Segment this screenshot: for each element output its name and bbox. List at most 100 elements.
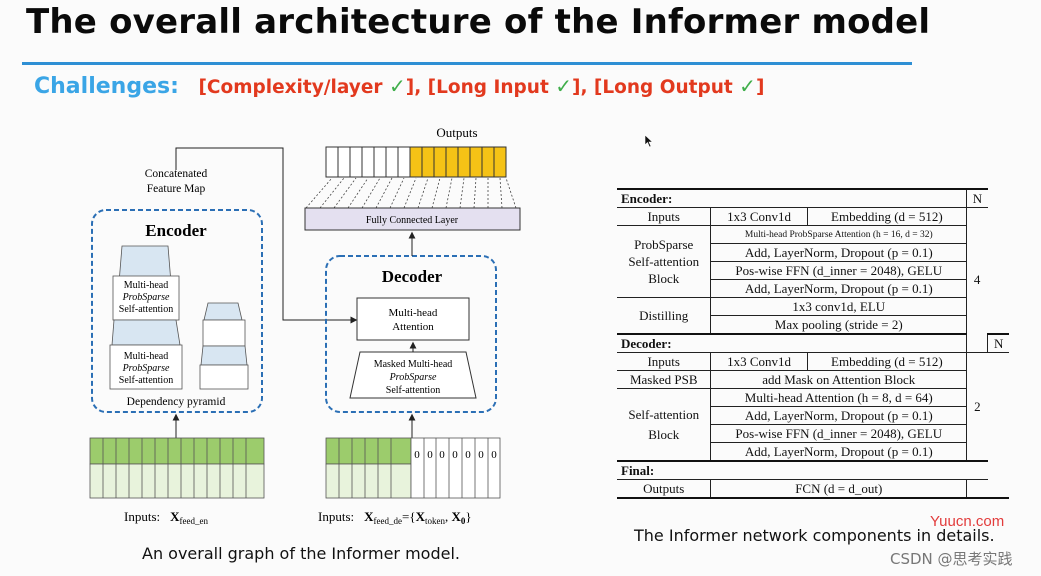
- output-cell: [445, 146, 459, 178]
- enc-probsparse-row: Pos-wise FFN (d_inner = 2048), GELU: [710, 261, 968, 280]
- distilling-row: Max pooling (stride = 2): [710, 315, 968, 335]
- small-pyramid-lower: [200, 345, 248, 366]
- dec-masked-line2: ProbSparse: [389, 372, 437, 383]
- encoder-header: Encoder:: [617, 188, 968, 208]
- dec-selfatt-row: Pos-wise FFN (d_inner = 2048), GELU: [710, 424, 968, 443]
- fully-connected-layer: [304, 207, 521, 231]
- table-row: Add, LayerNorm, Dropout (p = 0.1): [617, 279, 1009, 298]
- enc-inputs-conv: 1x3 Conv1d: [710, 207, 808, 226]
- distilling-label: Distilling: [617, 297, 712, 335]
- encoder-attn-block-1: [112, 275, 180, 321]
- output-cell: [337, 146, 351, 178]
- output-cell: [409, 146, 423, 178]
- fc-label: Fully Connected Layer: [366, 215, 459, 226]
- output-cell: [325, 146, 339, 178]
- dec-masked-line3: Self-attention: [386, 385, 440, 396]
- zero-token: 0: [465, 449, 471, 461]
- decoder-input-sequence: [325, 437, 501, 499]
- table-caption: The Informer network components in detai…: [634, 526, 995, 545]
- enc-inputs-label: Inputs: [617, 207, 712, 226]
- final-fcn: FCN (d = d_out): [710, 479, 968, 499]
- challenges-label: Challenges:: [34, 74, 179, 99]
- output-cell: [385, 146, 399, 178]
- small-pyramid-base: [199, 364, 249, 390]
- encoder-input-sequence: [89, 437, 265, 499]
- challenge-long-output: [Long Output ✓]: [587, 74, 765, 98]
- output-cell: [433, 146, 447, 178]
- enc-n-value: 4: [966, 207, 988, 353]
- zero-token: 0: [414, 449, 420, 461]
- challenge-complexity: [Complexity/layer ✓],: [198, 74, 422, 98]
- site-watermark: Yuucn.com: [930, 513, 1005, 530]
- dec-attention-line2: Attention: [392, 321, 434, 333]
- n-header: N: [987, 333, 1009, 353]
- enc-probsparse-row: Multi-head ProbSparse Attention (h = 16,…: [710, 225, 968, 244]
- output-cell: [481, 146, 495, 178]
- output-cell: [469, 146, 483, 178]
- table-row: Masked PSB add Mask on Attention Block: [617, 370, 1009, 389]
- output-cell: [373, 146, 387, 178]
- table-row: Pos-wise FFN (d_inner = 2048), GELU: [617, 424, 1009, 443]
- zero-token: 0: [491, 449, 497, 461]
- zero-token: 0: [452, 449, 458, 461]
- mouse-cursor-icon: [644, 134, 654, 148]
- decoder-multihead-attention: [356, 297, 470, 341]
- encoder-box: [91, 209, 263, 413]
- output-cell: [457, 146, 471, 178]
- distilling-row: 1x3 conv1d, ELU: [710, 297, 968, 316]
- check-icon: ✓: [555, 74, 572, 98]
- output-cell: [397, 146, 411, 178]
- dec-selfatt-row: Add, LayerNorm, Dropout (p = 0.1): [710, 442, 968, 462]
- small-pyramid-block: [202, 319, 246, 347]
- dec-attention-line1: Multi-head: [389, 307, 438, 319]
- encoder-to-decoder-connector: [175, 147, 358, 324]
- dec-inputs-conv: 1x3 Conv1d: [710, 352, 808, 371]
- table-row: Outputs FCN (d = d_out): [617, 479, 1009, 499]
- table-row: Inputs 1x3 Conv1d Embedding (d = 512) 4: [617, 207, 1009, 353]
- title-underline: [22, 62, 912, 65]
- output-cell: [361, 146, 375, 178]
- encoder-stack-mid: [111, 319, 181, 346]
- dec-selfatt-row: Add, LayerNorm, Dropout (p = 0.1): [710, 406, 968, 425]
- decoder-header-row: Decoder: N: [617, 333, 1009, 353]
- enc-probsparse-row: Add, LayerNorm, Dropout (p = 0.1): [710, 279, 968, 298]
- zero-token: 0: [427, 449, 433, 461]
- components-table: Encoder: N Inputs 1x3 Conv1d Embedding (…: [617, 188, 1009, 499]
- dec-n-value: 2: [966, 352, 988, 462]
- challenge-long-input: [Long Input ✓],: [421, 74, 588, 98]
- encoder-inputs-label: Inputs:Xfeed_en: [124, 509, 208, 526]
- encoder-block2-line3: Self-attention: [119, 375, 173, 386]
- dec-masked-line1: Masked Multi-head: [374, 359, 453, 370]
- final-n-empty: [966, 479, 988, 499]
- dec-inputs-label: Inputs: [617, 352, 712, 371]
- enc-probsparse-row: Add, LayerNorm, Dropout (p = 0.1): [710, 243, 968, 262]
- encoder-attn-block-2: [109, 344, 183, 390]
- output-cell: [421, 146, 435, 178]
- dec-inputs-emb: Embedding (d = 512): [806, 352, 968, 371]
- n-header: N: [966, 188, 988, 208]
- decoder-masked-attention: [349, 351, 477, 399]
- dependency-pyramid-label: Dependency pyramid: [127, 396, 226, 408]
- enc-inputs-emb: Embedding (d = 512): [806, 207, 968, 226]
- decoder-box: [325, 255, 497, 413]
- output-cell: [493, 146, 507, 178]
- csdn-watermark: CSDN @思考实践: [890, 550, 1013, 568]
- output-sequence: [325, 146, 507, 178]
- final-header: Final:: [617, 460, 988, 480]
- slide-title: The overall architecture of the Informer…: [26, 2, 931, 42]
- diagram-caption: An overall graph of the Informer model.: [142, 544, 460, 563]
- concat-label-line2: Feature Map: [147, 183, 206, 195]
- check-icon: ✓: [739, 74, 756, 98]
- encoder-block1-line2: ProbSparse: [122, 292, 170, 303]
- zero-token: 0: [439, 449, 445, 461]
- table-row: Inputs 1x3 Conv1d Embedding (d = 512) 2: [617, 352, 1009, 462]
- concat-label-line1: Concatenated: [145, 168, 208, 180]
- encoder-block1-line1: Multi-head: [124, 280, 168, 291]
- masked-psb-desc: add Mask on Attention Block: [710, 370, 968, 389]
- decoder-title: Decoder: [382, 267, 443, 286]
